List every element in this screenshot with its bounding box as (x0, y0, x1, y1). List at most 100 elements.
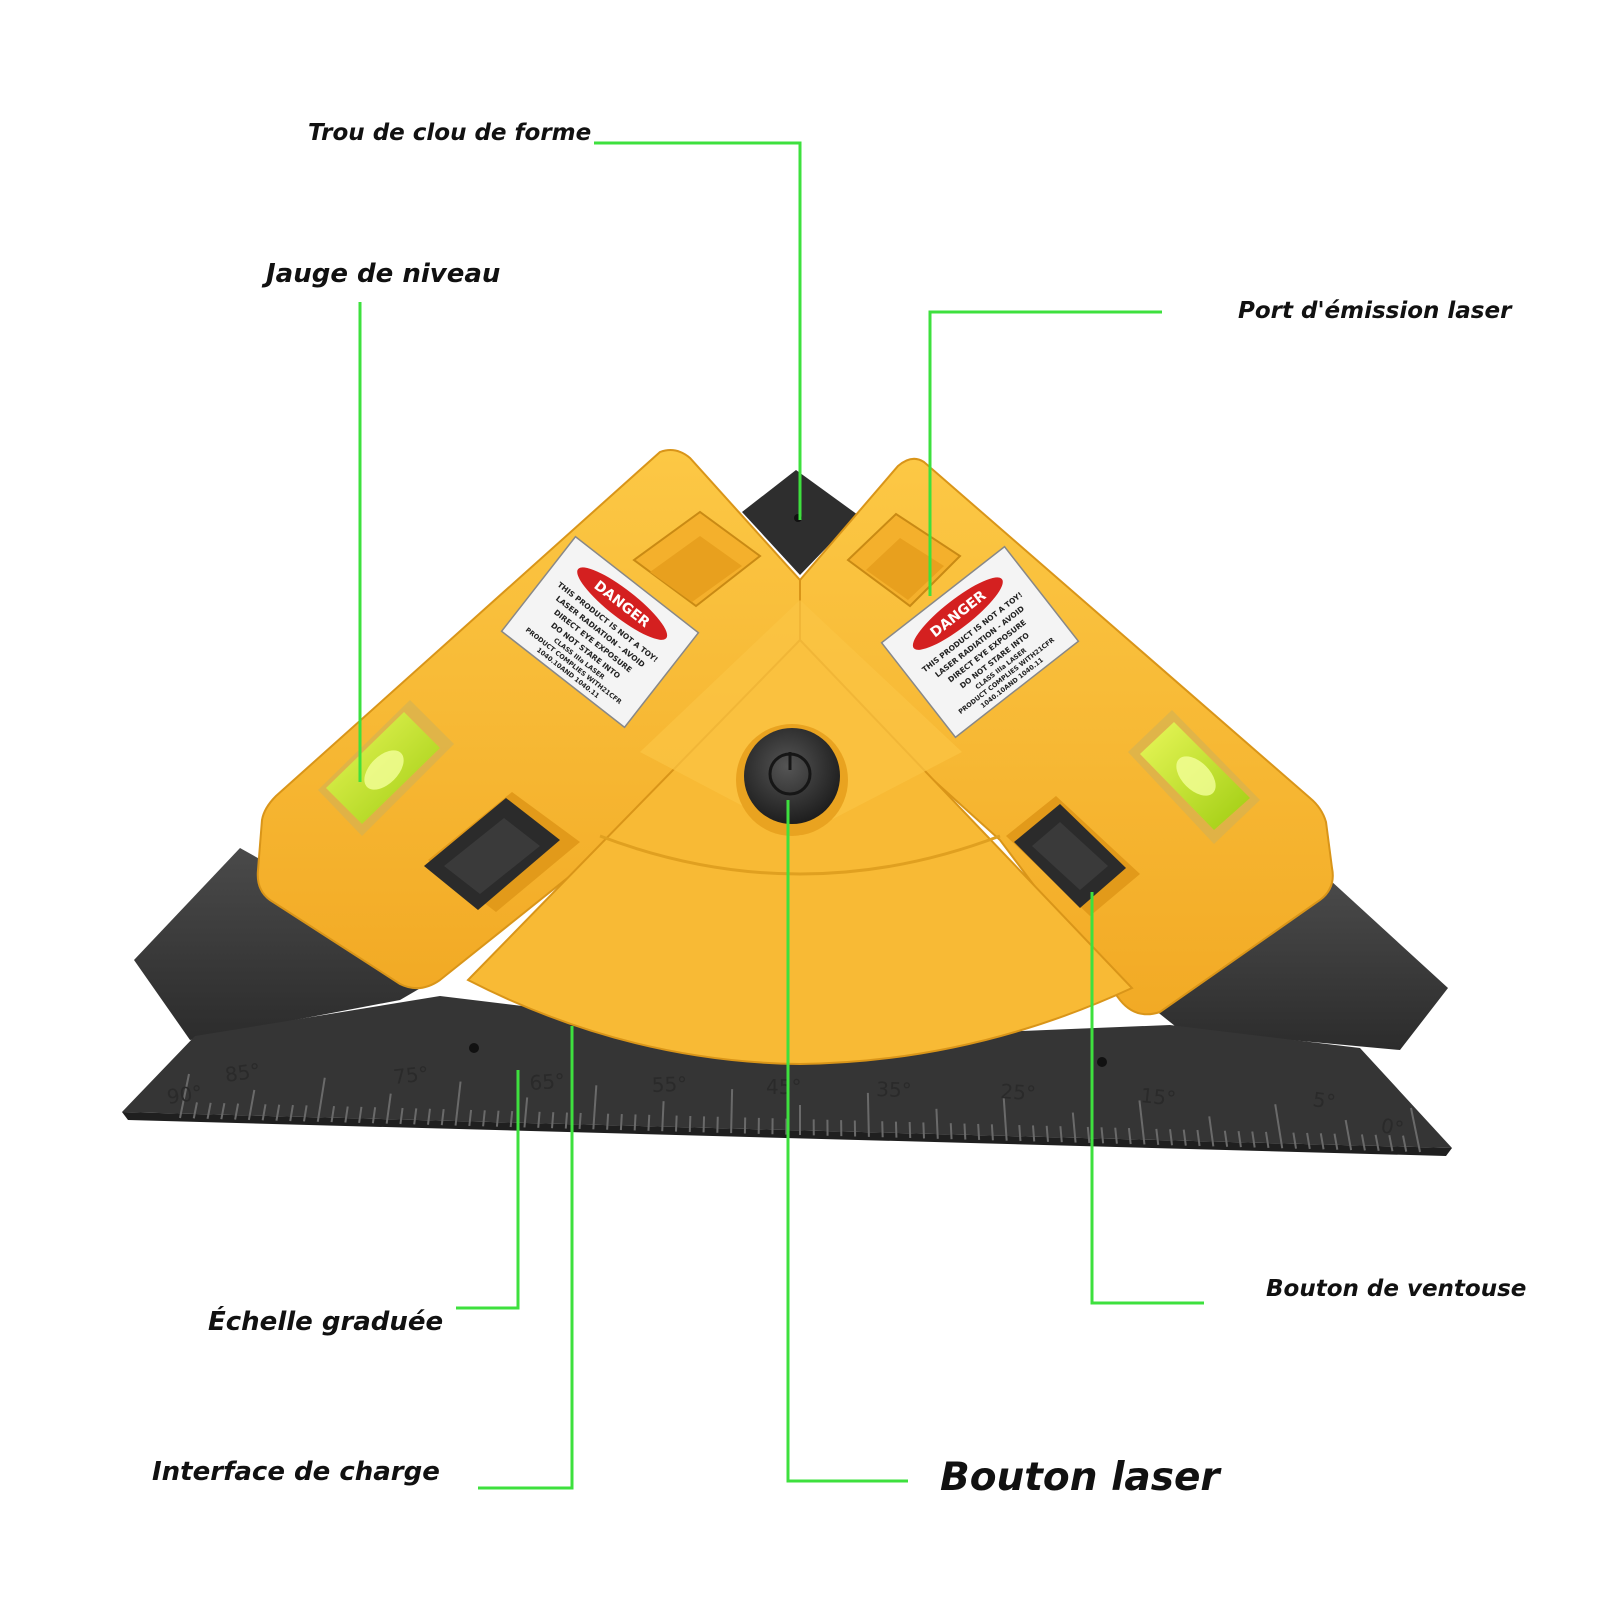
scale-tick (440, 1109, 445, 1126)
scale-tick (963, 1123, 967, 1140)
scale-tick (1344, 1119, 1353, 1151)
scale-tick (702, 1116, 706, 1133)
scale-tick (647, 1114, 651, 1131)
label-charge-interface: Interface de charge (152, 1457, 440, 1487)
scale-tick (730, 1089, 734, 1134)
scale-tick (261, 1104, 267, 1121)
scale-tick (1223, 1130, 1229, 1147)
body-top-facet (640, 600, 962, 836)
laser-body: DANGER THIS PRODUCT IS NOT A TOY! LASER … (256, 449, 1334, 1067)
scale-tick (399, 1107, 404, 1125)
scale-tick (688, 1115, 692, 1133)
scale-tick (1306, 1132, 1311, 1150)
label-level-gauge: Jauge de niveau (261, 259, 500, 289)
scale-labels: 90° 85° 75° 65° 55° 45° 35° 25° 15° 5° 0… (165, 1058, 1405, 1141)
scale-tick (482, 1110, 486, 1127)
body-center-fan (466, 638, 1134, 1066)
scale-tick-label: 75° (392, 1061, 430, 1089)
scale-tick (234, 1103, 240, 1120)
scale-tick (1127, 1127, 1132, 1145)
base-top-corner (742, 470, 858, 575)
scale-tick (316, 1077, 326, 1122)
suction-button-right (1006, 796, 1140, 916)
scale-tick (592, 1085, 598, 1130)
body-right-arm (799, 457, 1334, 1016)
scale-tick-label: 25° (1000, 1079, 1037, 1105)
scale-tick-label: 55° (651, 1072, 687, 1097)
leader-charge (478, 1026, 574, 1490)
scale-tick (578, 1112, 582, 1130)
scale-tick (633, 1114, 637, 1131)
charge-port (469, 1043, 479, 1053)
scale-tick (454, 1081, 462, 1126)
base-right-wing (1130, 880, 1448, 1050)
scale-tick (468, 1109, 473, 1127)
level-vial-left (318, 700, 454, 836)
scale-tick (1155, 1128, 1160, 1145)
scale-tick (1374, 1134, 1380, 1152)
scale-tick (1045, 1125, 1049, 1142)
scale-tick (1410, 1107, 1421, 1153)
scale-tick (220, 1102, 226, 1120)
scale-tick (509, 1110, 514, 1128)
scale-tick (1196, 1129, 1201, 1147)
scale-tick (661, 1101, 665, 1132)
scale-tick (289, 1104, 294, 1122)
scale-tick (358, 1106, 363, 1124)
scale-tick-label: 0° (1379, 1113, 1406, 1141)
scale-tick (1138, 1100, 1146, 1145)
leader-nail-hole (594, 141, 802, 520)
leader-lines (358, 141, 1204, 1490)
scale-tick (1100, 1127, 1105, 1144)
scale-tick (1182, 1129, 1187, 1146)
scale-dot (1097, 1057, 1107, 1067)
scale-tick (866, 1092, 870, 1137)
laser-port-right (846, 512, 962, 608)
scale-tick (990, 1124, 994, 1141)
scale-tick-label: 35° (876, 1077, 912, 1102)
scale-tick (1264, 1131, 1270, 1148)
body-center-arc (599, 834, 1001, 876)
scale-tick-label: 45° (766, 1075, 801, 1099)
label-scale: Échelle graduée (208, 1305, 443, 1337)
scale-tick (1333, 1133, 1339, 1150)
level-vial-right (1128, 710, 1260, 844)
leader-scale (456, 1070, 520, 1310)
leader-laser-port (928, 310, 1162, 596)
leader-suction (1090, 892, 1204, 1305)
callout-labels: Trou de clou de forme Jauge de niveau Po… (152, 120, 1526, 1500)
scale-tick (1237, 1130, 1242, 1148)
warning-sticker-right: DANGER THIS PRODUCT IS NOT A TOY! LASER … (880, 545, 1080, 739)
scale-tick (385, 1093, 392, 1124)
scale-tick (1114, 1127, 1118, 1144)
base-left-wing (134, 848, 455, 1040)
scale-tick (1059, 1126, 1063, 1143)
scale-tick (606, 1113, 610, 1130)
scale-tick-label: 15° (1139, 1083, 1177, 1111)
scale-tick (303, 1105, 308, 1122)
laser-port-left (632, 510, 762, 608)
scale-tick (949, 1123, 953, 1140)
scale-tick (247, 1089, 256, 1121)
scale-tick (564, 1112, 569, 1129)
suction-button-left (424, 792, 580, 912)
scale-tick-label: 5° (1311, 1087, 1337, 1114)
scale-tick (1251, 1131, 1256, 1148)
laser-power-button (736, 724, 848, 836)
scale-tick (427, 1108, 431, 1125)
scale-tick (1086, 1126, 1091, 1144)
scale-tick (275, 1104, 281, 1121)
scale-tick (206, 1102, 212, 1119)
scale-tick (495, 1110, 500, 1127)
scale-tick (1319, 1133, 1325, 1150)
scale-tick (1274, 1104, 1284, 1149)
scale-tick (344, 1106, 349, 1123)
scale-tick (1031, 1125, 1036, 1142)
scale-tick (922, 1122, 925, 1139)
scale-tick (537, 1111, 541, 1128)
body-left-arm (256, 449, 801, 990)
scale-tick (192, 1102, 198, 1119)
scale-tick (1402, 1135, 1408, 1152)
